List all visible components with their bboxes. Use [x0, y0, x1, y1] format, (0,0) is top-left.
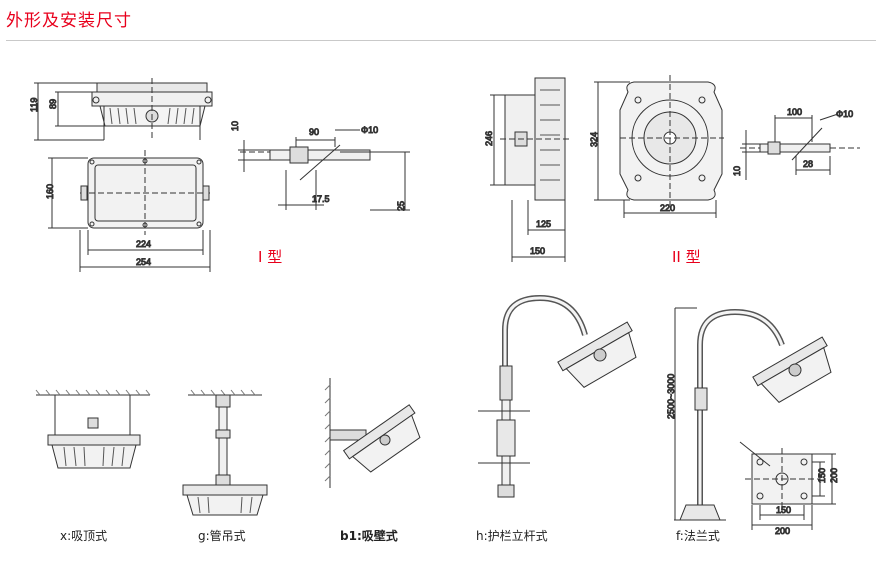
dim-type2-bracket-hole: Φ10	[836, 109, 853, 119]
type2-side-view	[500, 77, 570, 201]
dim-type1-bracket-hole: Φ10	[361, 125, 378, 135]
title-divider	[6, 40, 876, 41]
dim-flange-150: 150	[776, 505, 791, 515]
type2-label: II 型	[672, 248, 701, 266]
dim-type1-bracket-25: 25	[396, 201, 406, 211]
type2-bracket	[740, 113, 860, 180]
type2-front-dims	[594, 81, 717, 218]
dim-flange-h-200: 200	[829, 468, 839, 483]
dim-type1-bracket-10: 10	[230, 121, 240, 131]
install-railing-drawing	[478, 294, 637, 498]
dim-type1-bracket-90: 90	[309, 127, 319, 137]
caption-flange: f:法兰式	[676, 529, 720, 543]
install-ceiling-drawing	[35, 389, 151, 469]
caption-railing: h:护栏立杆式	[476, 529, 548, 543]
dim-type1-bracket-17-5: 17.5	[312, 194, 330, 204]
dim-type2-324: 324	[589, 132, 599, 147]
page-title: 外形及安装尺寸	[6, 11, 132, 31]
type1-bracket	[238, 129, 410, 211]
type1-top-view	[91, 78, 213, 140]
dim-type2-bracket-10: 10	[732, 166, 742, 176]
dim-type2-220: 220	[660, 203, 675, 213]
dim-flange-h-150: 150	[817, 468, 827, 483]
caption-ceiling: x:吸顶式	[60, 529, 108, 543]
type1-front-view	[80, 150, 210, 235]
dim-type1-119: 119	[29, 98, 39, 112]
type2-side-dims	[490, 94, 566, 262]
dim-flange-pole-height: 2500~3000	[666, 374, 676, 419]
install-flange-drawing	[674, 307, 836, 530]
dim-type2-bracket-28: 28	[803, 159, 813, 169]
dim-type2-246: 246	[484, 131, 494, 146]
type1-label: I 型	[258, 248, 282, 266]
dim-type2-125: 125	[536, 219, 551, 229]
install-pendant-drawing	[182, 389, 268, 516]
dim-type2-bracket-100: 100	[787, 107, 802, 117]
dim-type1-160: 160	[45, 184, 55, 199]
caption-wall: b1:吸壁式	[340, 529, 398, 543]
install-wall-drawing	[324, 378, 421, 488]
dim-flange-200: 200	[775, 526, 790, 536]
type1-height-dims	[34, 82, 104, 141]
dim-type1-224: 224	[136, 239, 151, 249]
dim-type1-89: 89	[48, 99, 58, 109]
caption-pendant: g:管吊式	[198, 529, 246, 543]
type1-width-dims	[48, 157, 211, 272]
dim-type1-254: 254	[136, 257, 151, 267]
dim-type2-150: 150	[530, 246, 545, 256]
type2-front-view	[619, 75, 724, 205]
